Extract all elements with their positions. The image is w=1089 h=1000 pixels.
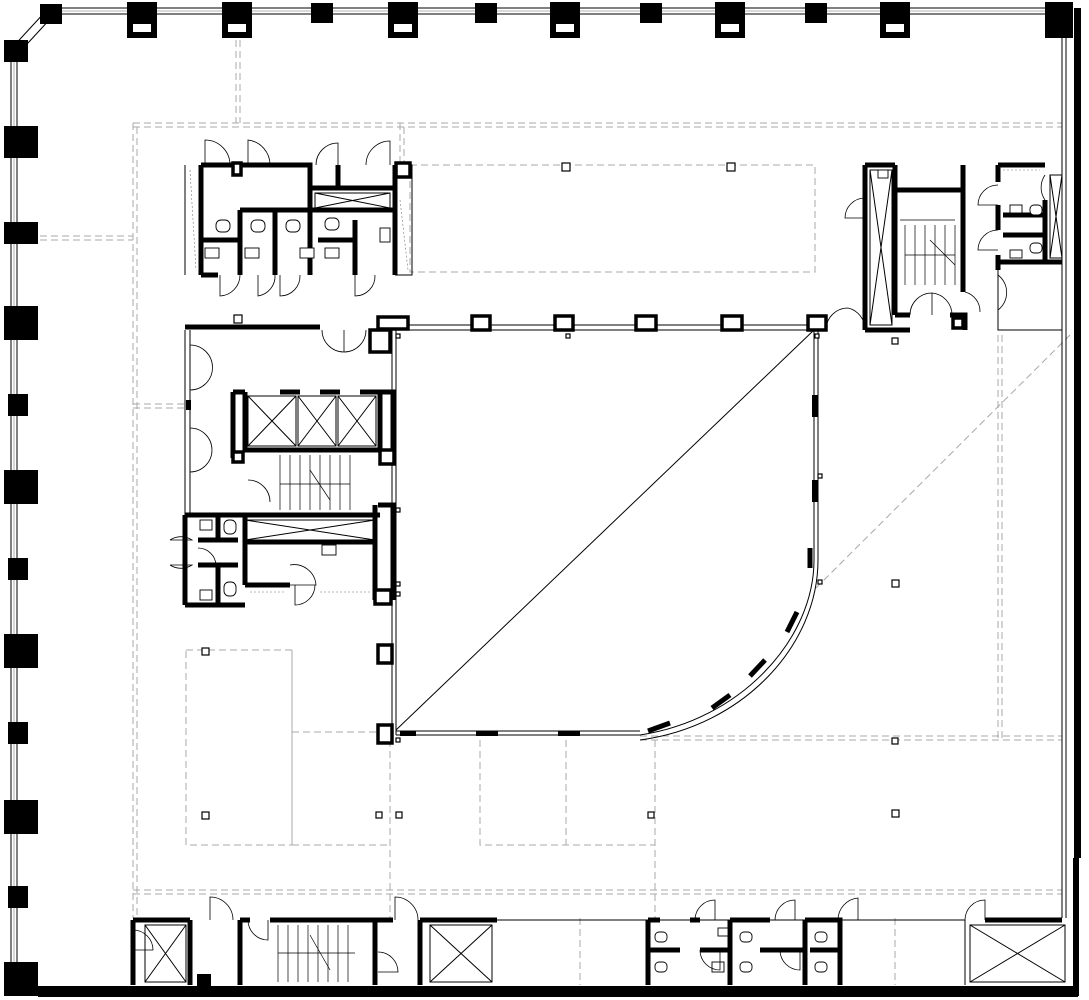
atrium-void bbox=[391, 324, 819, 741]
washroom-block-north-east bbox=[977, 162, 1063, 331]
left-core bbox=[169, 324, 401, 608]
core-south-east bbox=[497, 899, 1066, 985]
hidden-lines bbox=[40, 40, 1071, 985]
washroom-block-north bbox=[184, 139, 413, 297]
core-south-west bbox=[130, 896, 497, 988]
washroom-block-south bbox=[645, 897, 859, 985]
core-north-east bbox=[825, 162, 981, 333]
interior-columns bbox=[201, 162, 900, 820]
top-facade-piers bbox=[127, 2, 910, 38]
atrium-columns bbox=[368, 314, 828, 745]
exterior-envelope bbox=[9, 2, 1081, 997]
left-facade-piers bbox=[4, 40, 38, 996]
